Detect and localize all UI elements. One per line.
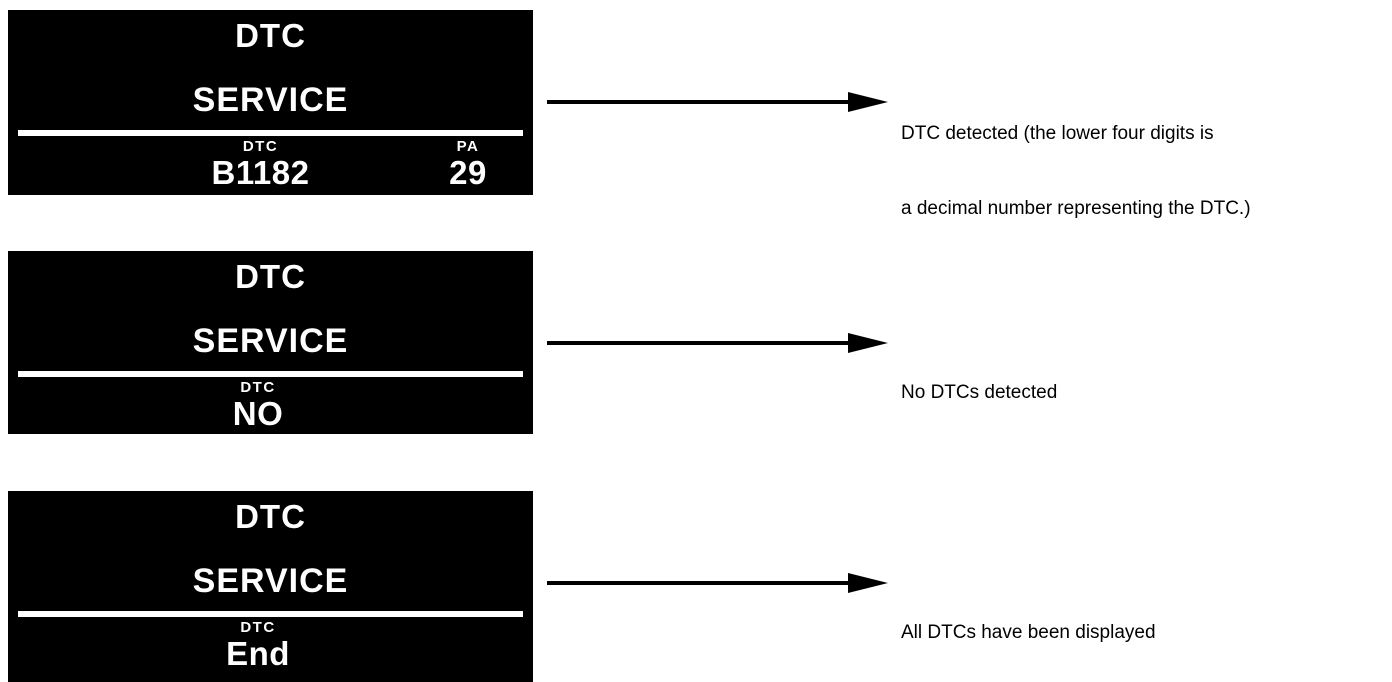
callout-caption-1-line1: DTC detected (the lower four digits is bbox=[901, 123, 1214, 144]
lcd-display-panel-no-dtc: DTC SERVICE DTC NO bbox=[8, 251, 533, 434]
lcd-field-dtc-value: NO bbox=[232, 395, 284, 432]
callout-arrow-3 bbox=[547, 573, 888, 593]
callout-arrow-2 bbox=[547, 333, 888, 353]
lcd-field-dtc: DTC B1182 bbox=[148, 138, 373, 191]
lcd-display-panel-dtc-detected: DTC SERVICE DTC B1182 PA 29 bbox=[8, 10, 533, 195]
arrow-head-icon bbox=[848, 92, 888, 112]
lcd-display-panel-dtc-end: DTC SERVICE DTC End bbox=[8, 491, 533, 682]
lcd-field-dtc-label: DTC bbox=[240, 619, 276, 636]
lcd-divider-line bbox=[18, 371, 523, 377]
arrow-line-icon bbox=[547, 581, 852, 585]
lcd-title: DTC bbox=[235, 498, 306, 535]
lcd-header-area: DTC SERVICE bbox=[8, 10, 533, 124]
callout-caption-1: DTC detected (the lower four digits is a… bbox=[901, 71, 1251, 246]
lcd-field-pa: PA 29 bbox=[408, 138, 528, 191]
lcd-field-dtc: DTC NO bbox=[138, 379, 378, 432]
arrow-line-icon bbox=[547, 341, 852, 345]
lcd-field-dtc-value: B1182 bbox=[211, 154, 310, 191]
callout-caption-3: All DTCs have been displayed bbox=[901, 570, 1156, 670]
lcd-value-area: DTC B1182 PA 29 bbox=[8, 136, 533, 198]
lcd-header-area: DTC SERVICE bbox=[8, 251, 533, 365]
lcd-header-area: DTC SERVICE bbox=[8, 491, 533, 605]
lcd-subtitle: SERVICE bbox=[192, 81, 349, 119]
callout-caption-1-line2: a decimal number representing the DTC.) bbox=[901, 198, 1251, 219]
callout-arrow-1 bbox=[547, 92, 888, 112]
callout-caption-2-line1: No DTCs detected bbox=[901, 382, 1058, 403]
lcd-subtitle: SERVICE bbox=[192, 562, 349, 600]
lcd-field-pa-label: PA bbox=[456, 138, 480, 155]
lcd-field-dtc-label: DTC bbox=[240, 379, 276, 396]
lcd-field-dtc-label: DTC bbox=[242, 138, 279, 155]
lcd-divider-line bbox=[18, 611, 523, 617]
lcd-title: DTC bbox=[235, 17, 306, 54]
arrow-head-icon bbox=[848, 333, 888, 353]
callout-caption-2: No DTCs detected bbox=[901, 330, 1057, 430]
lcd-field-dtc: DTC End bbox=[138, 619, 378, 672]
lcd-field-dtc-value: End bbox=[226, 635, 290, 672]
lcd-value-area: DTC End bbox=[8, 617, 533, 679]
arrow-head-icon bbox=[848, 573, 888, 593]
lcd-subtitle: SERVICE bbox=[192, 322, 349, 360]
lcd-divider-line bbox=[18, 130, 523, 136]
arrow-line-icon bbox=[547, 100, 852, 104]
lcd-field-pa-value: 29 bbox=[449, 154, 487, 191]
callout-caption-3-line1: All DTCs have been displayed bbox=[901, 622, 1156, 643]
lcd-value-area: DTC NO bbox=[8, 377, 533, 439]
lcd-title: DTC bbox=[235, 258, 306, 295]
